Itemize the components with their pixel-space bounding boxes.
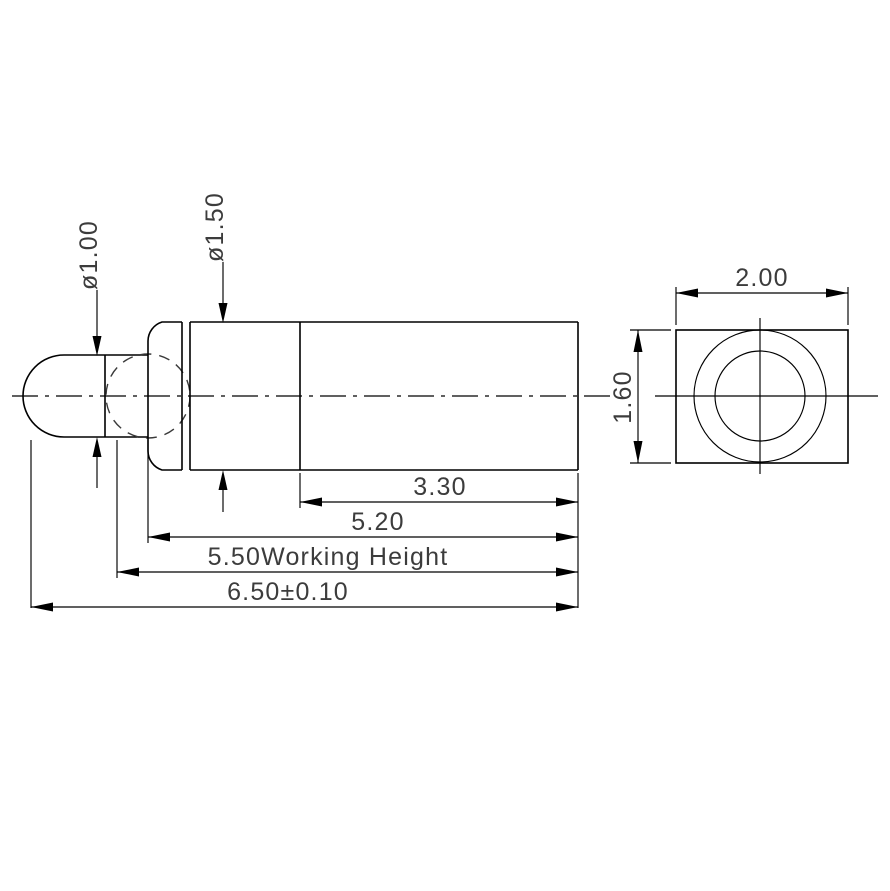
dim-sleeve-arrow-right xyxy=(556,532,578,542)
dim-working-height-label: 5.50Working Height xyxy=(208,543,449,571)
end-view-geometry xyxy=(655,318,878,474)
dim-end-height-label: 1.60 xyxy=(609,370,637,423)
dim-end-width-arrow-left xyxy=(676,288,698,298)
dim-sleeve-arrow-left xyxy=(148,532,170,542)
dim-overall-arrow-right xyxy=(556,602,578,612)
dim-end-height-group: 1.60 xyxy=(609,329,671,464)
plunger-shoulder-outline xyxy=(147,321,182,471)
dia-tip-arrow-bottom xyxy=(92,437,102,457)
dia-plunger-arrow-bottom xyxy=(218,470,228,490)
side-view-geometry xyxy=(12,321,610,471)
dim-overall-arrow-left xyxy=(31,602,53,612)
dia-plunger-label: ø1.50 xyxy=(201,192,229,262)
dim-overall-group: 6.50±0.10 xyxy=(31,578,578,612)
dim-end-height-arrow-top xyxy=(633,330,643,352)
dia-tip-arrow-top xyxy=(92,336,102,356)
dim-working-height-arrow-right xyxy=(556,567,578,577)
dia-tip-leader-group: ø1.00 xyxy=(75,220,103,488)
dim-working-height-group: 5.50Working Height xyxy=(117,543,578,577)
dim-end-height-arrow-bottom xyxy=(633,441,643,463)
dim-barrel-arrow-left xyxy=(300,497,322,507)
dim-barrel-arrow-right xyxy=(556,497,578,507)
dim-end-width-label: 2.00 xyxy=(735,264,788,292)
dim-end-width-group: 2.00 xyxy=(675,264,849,325)
dim-sleeve-label: 5.20 xyxy=(351,508,404,536)
dia-plunger-leader-group: ø1.50 xyxy=(201,192,229,512)
dim-overall-label: 6.50±0.10 xyxy=(227,578,349,606)
dia-plunger-arrow-top xyxy=(218,303,228,323)
dim-end-width-arrow-right xyxy=(826,288,848,298)
dim-barrel-group: 3.30 xyxy=(300,473,578,507)
dia-tip-label: ø1.00 xyxy=(75,220,103,290)
dim-working-height-arrow-left xyxy=(117,567,139,577)
dim-sleeve-group: 5.20 xyxy=(148,508,578,542)
dim-barrel-label: 3.30 xyxy=(413,473,466,501)
ball-tip-dome-outline xyxy=(22,354,105,438)
